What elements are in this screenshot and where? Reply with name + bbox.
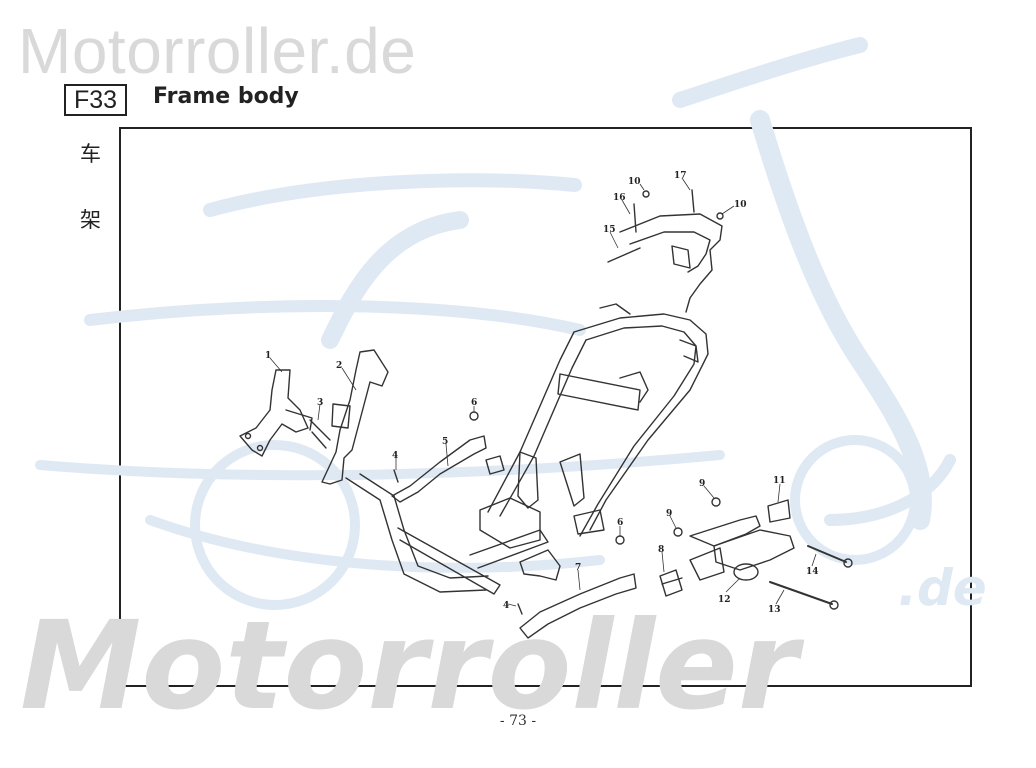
callout-13: 13 — [768, 605, 781, 615]
watermark-suffix-text: .de — [898, 559, 987, 617]
callout-labels: 1 2 3 4 4 5 6 6 7 8 9 9 10 10 11 12 13 1… — [265, 171, 819, 615]
callout-9-upper: 9 — [699, 479, 705, 489]
callout-8: 8 — [658, 545, 664, 555]
callout-7: 7 — [575, 563, 581, 573]
callout-9-lower: 9 — [666, 509, 672, 519]
callout-2: 2 — [336, 361, 342, 371]
page-number: - 73 - — [499, 713, 537, 729]
callout-10-left: 10 — [628, 177, 641, 187]
callout-16: 16 — [613, 193, 626, 203]
callout-1: 1 — [265, 351, 271, 361]
page-title: Frame body — [153, 84, 299, 109]
callout-17: 17 — [674, 171, 687, 181]
frame-body-drawing — [239, 189, 853, 639]
callout-leaders — [269, 177, 817, 607]
watermark-top-text: Motorroller.de — [18, 15, 417, 87]
chinese-char-2: 架 — [80, 208, 101, 232]
section-code-box: F33 — [64, 84, 127, 116]
callout-10-right: 10 — [734, 200, 747, 210]
callout-6-lower: 6 — [617, 518, 623, 528]
callout-11: 11 — [773, 476, 786, 486]
callout-3: 3 — [317, 398, 323, 408]
callout-5: 5 — [442, 437, 448, 447]
callout-14: 14 — [806, 567, 819, 577]
callout-15: 15 — [603, 225, 616, 235]
diagram-frame — [119, 127, 972, 687]
watermark-bottom-text: Motorroller — [20, 595, 805, 737]
chinese-char-1: 车 — [80, 142, 101, 166]
scooter-logo-watermark — [35, 37, 956, 610]
callout-4-upper: 4 — [392, 451, 398, 461]
callout-4-lower: 4 — [503, 601, 509, 611]
callout-12: 12 — [718, 595, 731, 605]
callout-6-upper: 6 — [471, 398, 477, 408]
